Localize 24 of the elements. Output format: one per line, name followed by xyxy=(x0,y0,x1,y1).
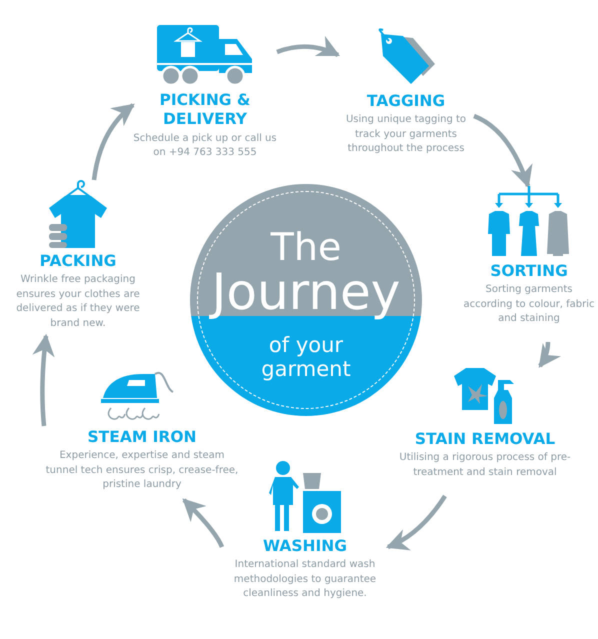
step-description: International standard wash methodologies to guarantee cleanliness and hygiene. xyxy=(232,558,378,602)
curved-arrow xyxy=(32,334,55,426)
step-description: Wrinkle free packaging ensures your clothes are delivered as if they were brand new. xyxy=(15,273,141,331)
step-description: Sorting garments according to colour, fabric and staining xyxy=(462,283,596,326)
subtitle-text: of your garment xyxy=(260,332,352,381)
title-text: The xyxy=(270,228,342,266)
step-description: Experience, expertise and steam tunnel tech ensures crisp, crease-free, pristine laundry xyxy=(44,449,240,492)
curved-arrow xyxy=(276,36,340,58)
step-title: TAGGING xyxy=(366,92,446,112)
curved-arrow xyxy=(473,114,532,188)
step-title: WASHING xyxy=(263,537,347,556)
step-description: Utilising a rigorous process of pre-treatment and stain removal xyxy=(398,451,572,480)
curved-arrow xyxy=(92,103,135,180)
curved-arrow xyxy=(386,494,447,550)
step-title: STEAM IRON xyxy=(88,428,196,448)
curved-arrow xyxy=(182,498,224,548)
step-title: PACKING xyxy=(40,252,116,272)
step-description: Schedule a pick up or call us on +94 763 333 555 xyxy=(133,132,277,160)
step-title: STAIN REMOVAL xyxy=(414,430,556,450)
step-title: PICKING & DELIVERY xyxy=(158,91,252,130)
curved-arrow xyxy=(538,342,561,368)
step-description: Using unique tagging to track your garments throughout the process xyxy=(344,113,468,156)
title-text: Journey xyxy=(212,266,400,318)
step-title: SORTING xyxy=(490,262,568,282)
